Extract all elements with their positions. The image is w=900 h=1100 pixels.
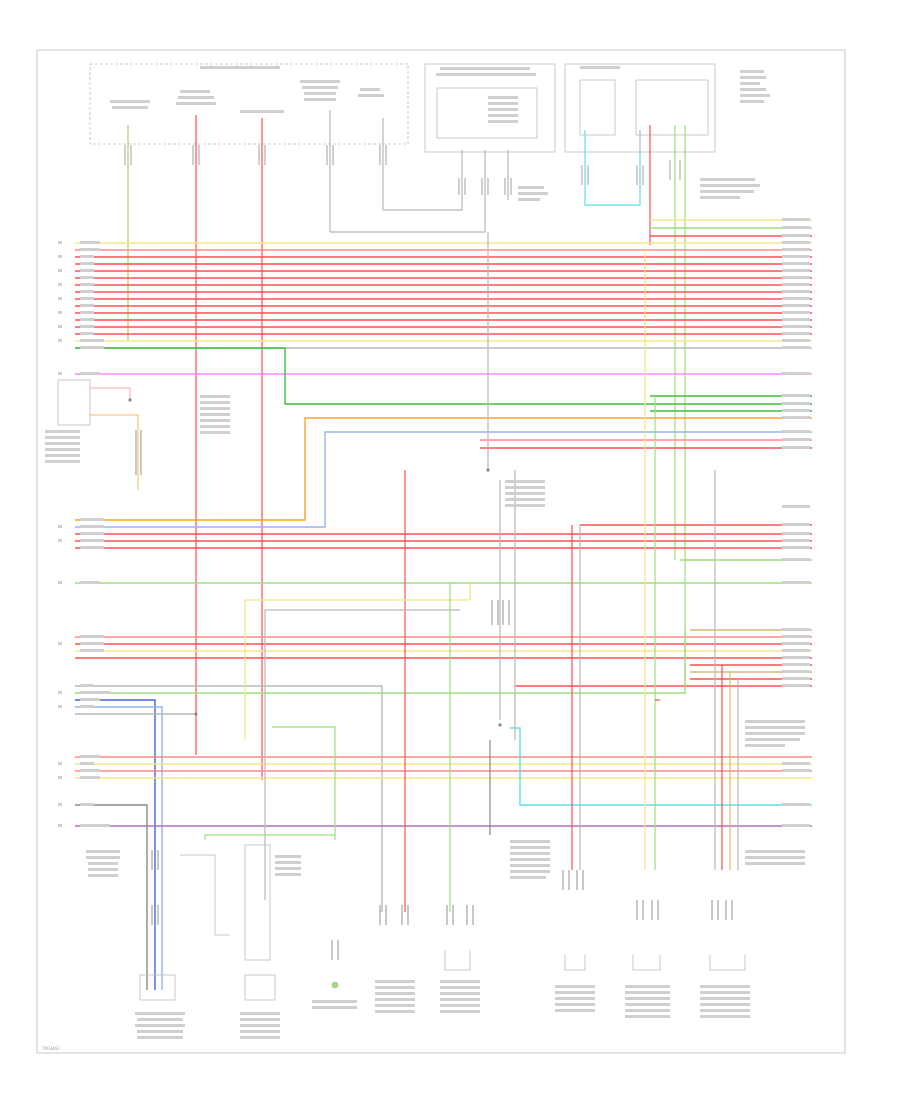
bottom-components bbox=[139, 844, 746, 1001]
bottom-sensor-7 bbox=[632, 955, 661, 971]
component-inner-module bbox=[436, 87, 538, 139]
lower-connector-marks bbox=[135, 430, 733, 960]
top-label-placeholders bbox=[110, 66, 770, 201]
bottom-sensor-2 bbox=[244, 974, 276, 1001]
right-wire-labels bbox=[782, 218, 810, 827]
diagram-border bbox=[36, 49, 846, 1054]
bottom-sensor-5 bbox=[444, 950, 471, 971]
bus-wires bbox=[75, 219, 812, 990]
component-box-middle bbox=[424, 63, 556, 153]
top-drop-wires bbox=[127, 110, 686, 780]
bottom-label-placeholders bbox=[45, 395, 805, 1039]
splice-points bbox=[128, 398, 502, 727]
component-inner-relay bbox=[579, 79, 616, 136]
left-wire-labels bbox=[58, 241, 110, 827]
bottom-sensor-8 bbox=[709, 955, 746, 971]
left-sensor bbox=[57, 379, 139, 490]
bottom-ground bbox=[331, 981, 339, 989]
bottom-sensor-6 bbox=[564, 955, 586, 971]
component-inner-switch bbox=[635, 79, 709, 136]
component-box-left bbox=[89, 63, 409, 145]
bottom-sensor-1 bbox=[139, 974, 176, 1001]
top-components bbox=[89, 63, 716, 153]
bottom-module-2 bbox=[244, 844, 271, 961]
mid-vertical-wires bbox=[204, 232, 739, 912]
page-id: 7003461 bbox=[42, 1046, 60, 1051]
bottom-switch bbox=[180, 854, 230, 936]
connector-marks bbox=[124, 145, 681, 195]
